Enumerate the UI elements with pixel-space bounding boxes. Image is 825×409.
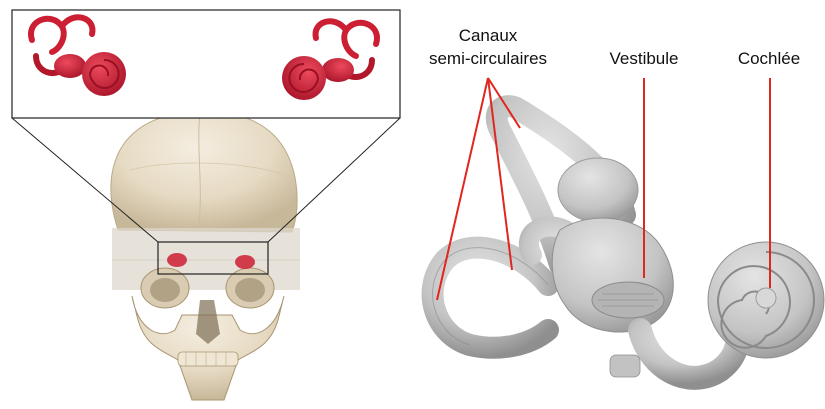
pointer-canaux-1 [437,78,488,300]
skull-illustration [111,111,300,400]
label-vestibule: Vestibule [592,48,696,69]
label-canaux-line2: semi-circulaires [408,48,568,69]
inner-ear-3d-model [433,106,824,378]
label-canaux-line1: Canaux [438,25,538,46]
label-cochlee: Cochlée [724,48,814,69]
